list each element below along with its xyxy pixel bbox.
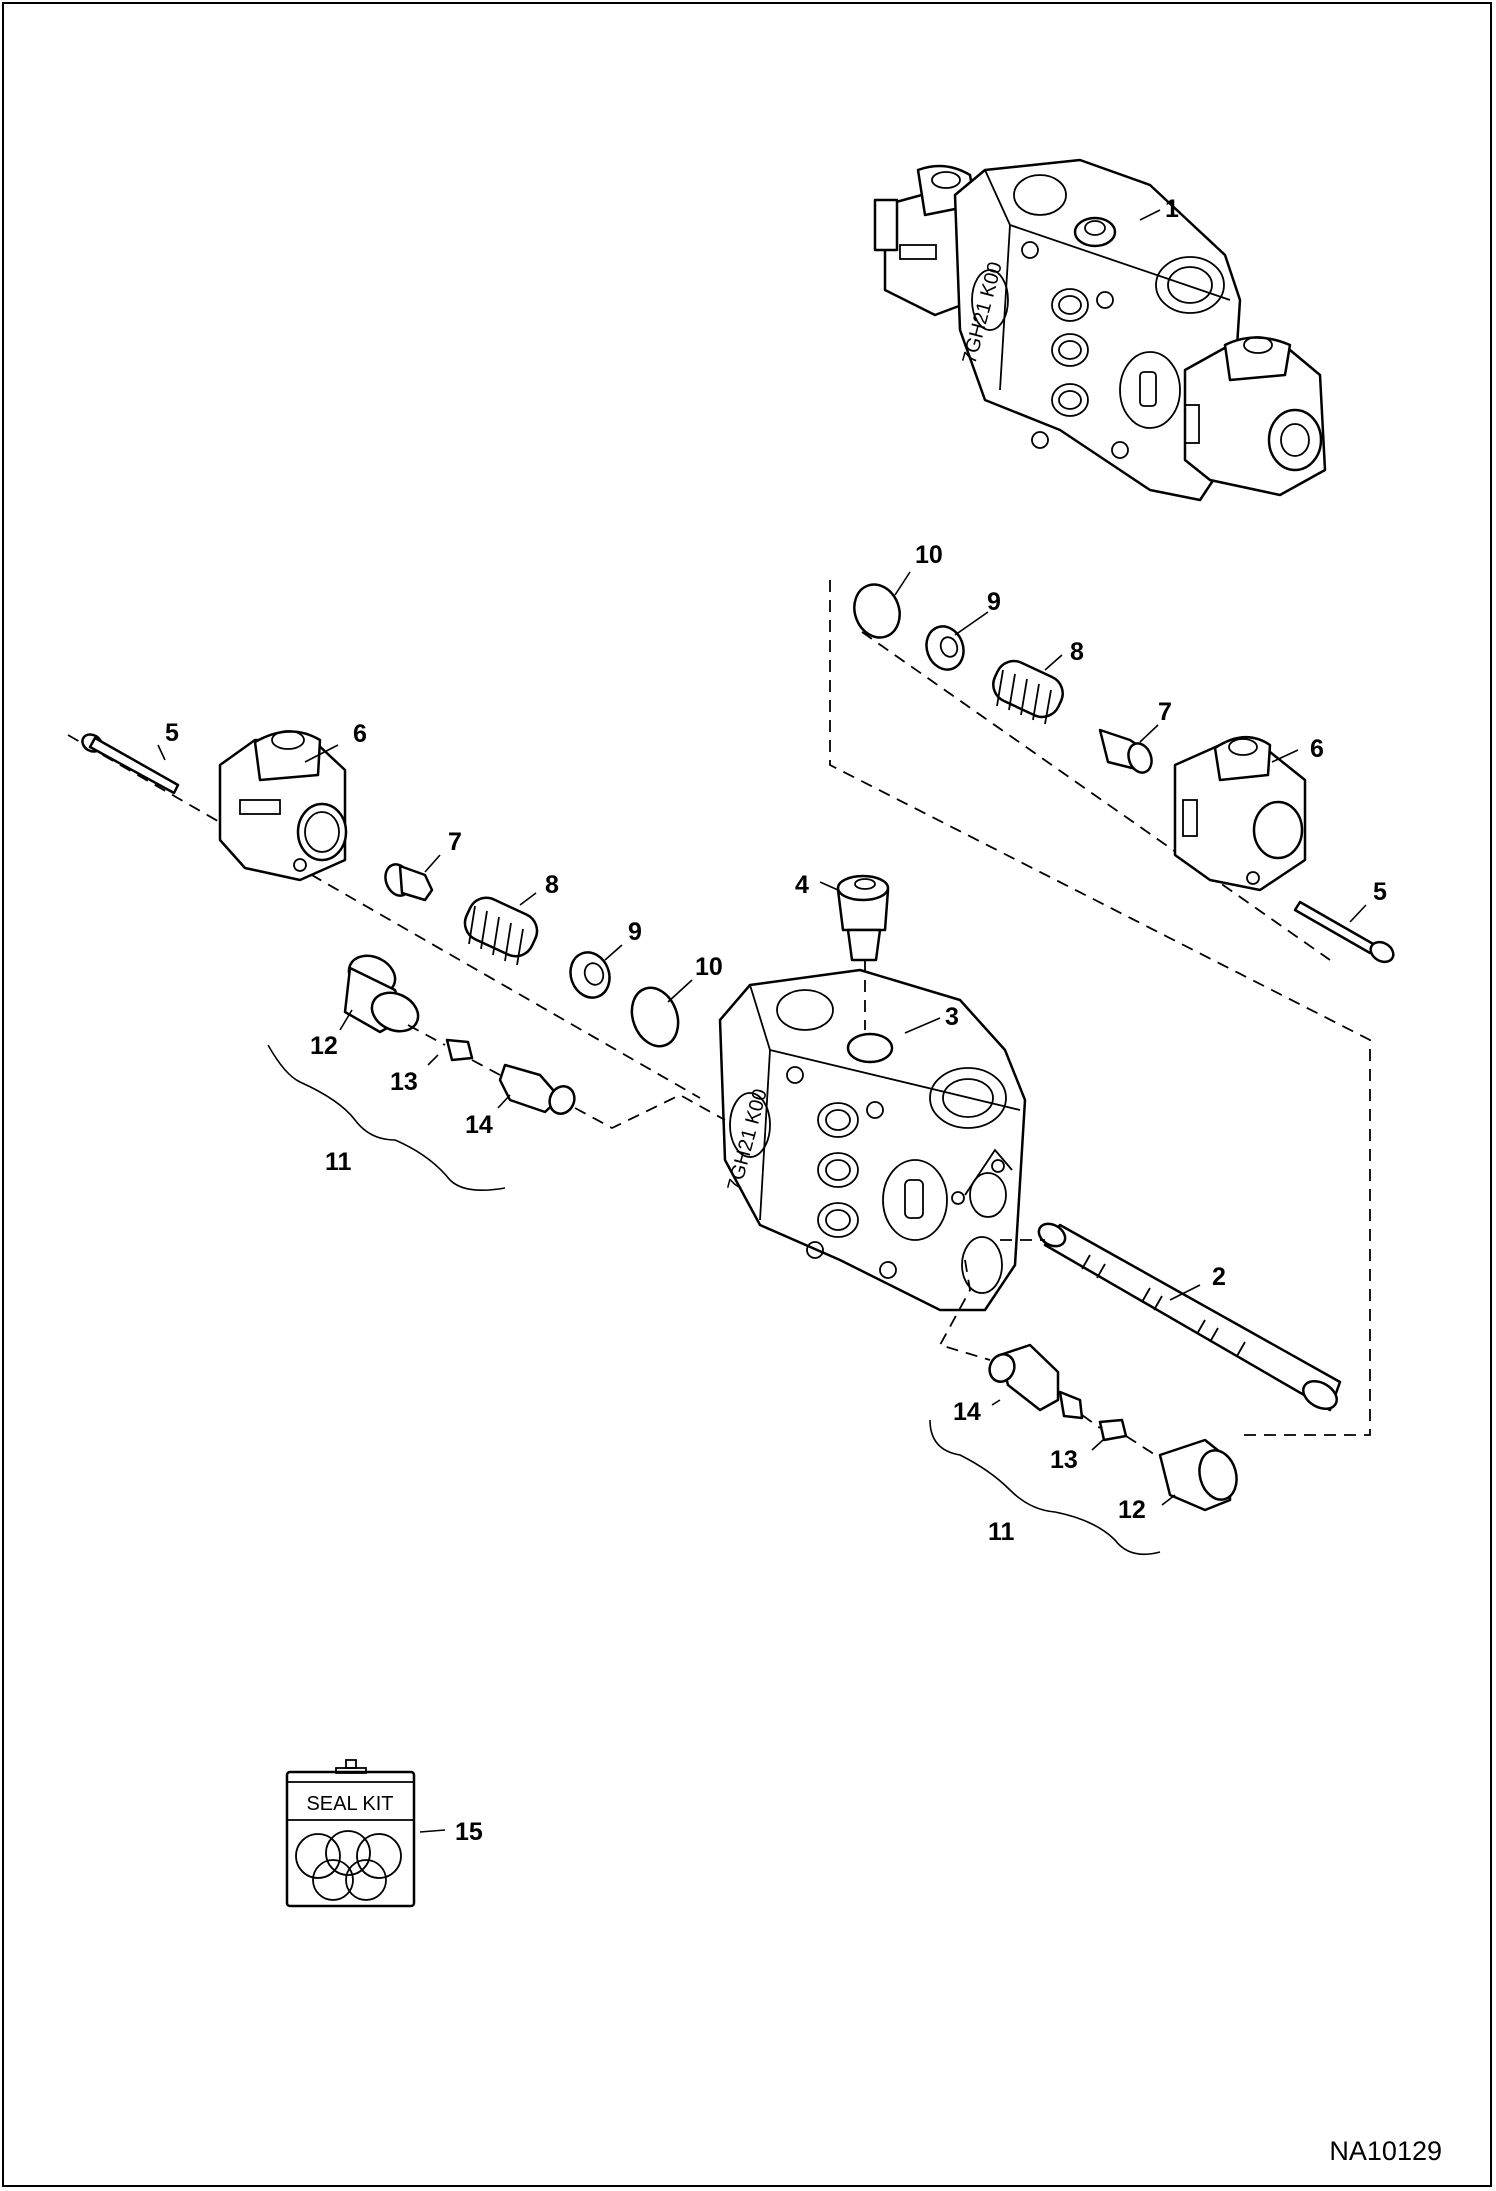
cap-bolt	[1293, 900, 1395, 964]
seal-kit-package: SEAL KIT	[285, 1759, 416, 1908]
group-brace	[267, 1044, 506, 1191]
assembled-valve-section	[873, 158, 1327, 502]
group-brace	[929, 1419, 1161, 1556]
relief-axis-line	[574, 1093, 726, 1130]
callout-5-right: 5	[1373, 878, 1387, 906]
spring-seat	[384, 863, 434, 902]
spring-washer	[925, 625, 965, 671]
callout-7-right: 7	[1158, 698, 1172, 726]
seal-kit-label: SEAL KIT	[306, 1793, 393, 1815]
callout-13-right: 13	[1050, 1446, 1078, 1474]
callout-12-left: 12	[310, 1032, 338, 1060]
callout-6-right: 6	[1310, 735, 1324, 763]
relief-cartridge-right	[988, 1343, 1238, 1512]
callout-leaders	[157, 209, 1367, 1833]
spool-end-cap	[218, 730, 348, 882]
callout-2: 2	[1212, 1263, 1226, 1291]
spring	[992, 659, 1064, 725]
callout-5-left: 5	[165, 719, 179, 747]
callout-9-left: 9	[628, 918, 642, 946]
o-ring	[853, 583, 901, 639]
callout-11-right: 11	[988, 1518, 1015, 1546]
callout-11-left: 11	[325, 1148, 352, 1176]
o-ring	[630, 986, 680, 1048]
callout-10-right: 10	[915, 541, 943, 569]
callout-8-right: 8	[1070, 638, 1084, 666]
callout-8-left: 8	[545, 871, 559, 899]
assembly-path-line	[829, 580, 1371, 1436]
callout-4: 4	[795, 871, 809, 899]
left-axis-line	[67, 734, 701, 1099]
spring-seat	[1098, 728, 1153, 774]
callout-6-left: 6	[353, 720, 367, 748]
callout-14-left: 14	[465, 1111, 493, 1139]
callout-13-left: 13	[390, 1068, 418, 1096]
callout-1: 1	[1165, 195, 1179, 223]
port-plug	[836, 874, 890, 962]
callout-15: 15	[455, 1818, 483, 1846]
callout-10-left: 10	[695, 953, 723, 981]
callout-3: 3	[945, 1003, 959, 1031]
cap-bolt	[81, 733, 180, 795]
relief-cartridge-left	[343, 954, 576, 1115]
relief-axis-line	[938, 1259, 991, 1361]
callout-12-right: 12	[1118, 1496, 1146, 1524]
callout-14-right: 14	[953, 1398, 981, 1426]
valve-body: 7GH21 K00	[718, 968, 1027, 1312]
spring-washer	[569, 951, 611, 999]
valve-spool	[1037, 1222, 1342, 1412]
figure-reference-code: NA10129	[1329, 2136, 1442, 2166]
relief-axis-line	[471, 1059, 501, 1076]
spool-end-cap	[1173, 736, 1307, 892]
callout-7-left: 7	[448, 828, 462, 856]
relief-axis-line	[407, 1024, 446, 1046]
spring	[463, 896, 539, 966]
relief-axis-line	[1081, 1414, 1101, 1429]
callout-9-right: 9	[987, 588, 1001, 616]
relief-axis-line	[1125, 1435, 1161, 1459]
assembly-axis-line	[861, 631, 1331, 961]
